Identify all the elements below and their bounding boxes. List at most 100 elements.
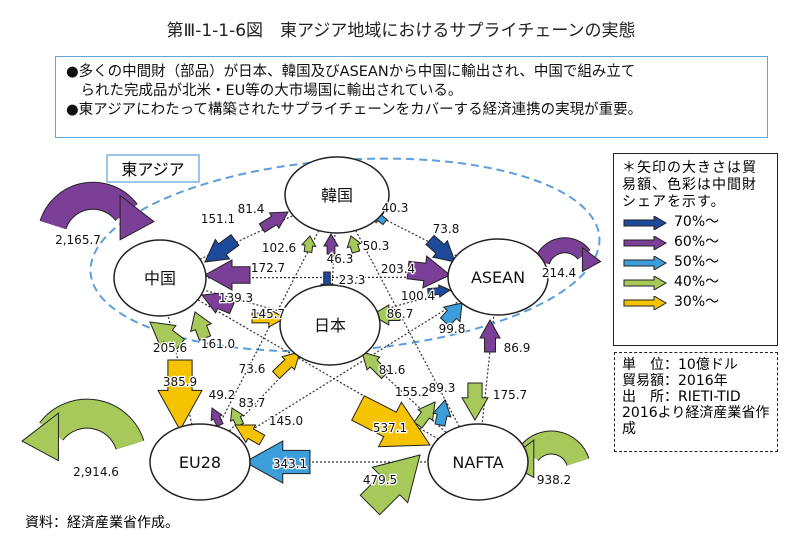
trade-value-label: 23.3: [339, 273, 366, 287]
source-line: 2016より経済産業省作成: [622, 405, 770, 437]
trade-value-label: 73.6: [239, 362, 266, 376]
node-label: 日本: [314, 316, 346, 335]
node-asean: [447, 238, 549, 316]
node-label: NAFTA: [452, 453, 503, 472]
self-trade-arrowhead: [119, 194, 155, 241]
trade-value-label: 86.9: [504, 341, 531, 355]
node-jpn: [279, 284, 381, 366]
node-label: ASEAN: [471, 268, 525, 287]
trade-value-label: 537.1: [373, 421, 407, 435]
node-label: 中国: [144, 269, 176, 288]
legend-arrow-icon: [623, 295, 667, 310]
legend-note: ＊矢印の大きさは貿易額、色彩は中間財シェアを示す。: [622, 160, 757, 210]
legend: ＊矢印の大きさは貿易額、色彩は中間財シェアを示す。 70%～ 60%～ 50%～ 40…: [613, 153, 778, 346]
legend-arrow-icon: [623, 255, 667, 270]
legend-item: 70%～: [622, 214, 769, 231]
node-kor: [284, 156, 390, 234]
trade-value-label: 203.4: [381, 262, 415, 276]
node-label: 韓国: [321, 186, 353, 205]
legend-item: 60%～: [622, 234, 769, 251]
trade-arrow: [201, 292, 236, 315]
trade-value-label: 102.6: [262, 241, 296, 255]
figure-title: 第Ⅲ-1-1-6図 東アジア地域におけるサプライチェーンの実態: [166, 21, 636, 41]
trade-value-label: 151.1: [201, 212, 235, 226]
region-label: 東アジア: [121, 160, 184, 179]
trade-arrow: [432, 399, 452, 427]
trade-arrow: [210, 407, 224, 428]
trade-value-label: 145.0: [269, 414, 303, 428]
trade-value-label: 46.3: [327, 252, 354, 266]
trade-arrow: [346, 235, 362, 254]
trade-value-label: 86.7: [387, 307, 414, 321]
trade-arrow: [427, 284, 452, 298]
legend-label: 70%～: [674, 214, 720, 230]
node-nafta: [427, 423, 529, 501]
trade-value-label: 83.7: [239, 396, 266, 410]
trade-arrow: [157, 359, 203, 432]
legend-item: 40%～: [622, 274, 769, 291]
trade-value-label: 89.3: [429, 381, 456, 395]
summary-box: ●多くの中間財（部品）が日本、韓国及びASEANから中国に輸出され、中国で組み立…: [55, 56, 768, 138]
legend-label: 50%～: [674, 254, 720, 270]
trade-arrow: [229, 407, 245, 428]
self-trade-arrowhead: [21, 412, 59, 462]
trade-arrow: [461, 382, 489, 421]
source-line: 貿易額：2016年: [622, 373, 728, 389]
trade-value-label: 161.0: [201, 337, 235, 351]
trade-value-label: 81.6: [379, 363, 406, 377]
self-trade-arrow-fill: [40, 182, 137, 230]
legend-item: 30%～: [622, 294, 769, 311]
trade-value-label: 938.2: [537, 473, 571, 487]
trade-value-label: 49.2: [209, 388, 236, 402]
trade-arrow: [351, 395, 431, 448]
trade-value-label: 205.6: [153, 341, 187, 355]
trade-arrow: [425, 234, 456, 263]
trade-value-label: 172.7: [251, 261, 285, 275]
source-note: 資料：経済産業省作成。: [25, 515, 179, 531]
trade-value-label: 2,914.6: [73, 465, 119, 479]
legend-arrow-icon: [623, 215, 667, 230]
trade-link: [477, 276, 499, 463]
legend-arrow-icon: [623, 275, 667, 290]
summary-line: ●東アジアにわたって構築されたサプライチェーンをカバーする経済連携の実現が重要。: [66, 102, 643, 118]
trade-arrow: [258, 211, 289, 233]
trade-value-label: 155.2: [395, 385, 429, 399]
legend-arrow-icon: [623, 235, 667, 250]
self-trade-arrow-fill: [40, 399, 144, 450]
trade-value-label: 139.3: [219, 291, 253, 305]
trade-value-label: 2,165.7: [55, 233, 101, 247]
trade-arrow: [243, 440, 311, 484]
trade-arrow: [149, 321, 186, 352]
trade-value-label: 343.1: [273, 457, 307, 471]
trade-arrow: [190, 311, 213, 341]
trade-arrow: [359, 454, 421, 516]
legend-label: 40%～: [674, 274, 720, 290]
trade-value-label: 385.9: [163, 375, 197, 389]
self-trade-arrow-fill: [535, 238, 590, 265]
node-chn: [113, 239, 207, 317]
source-line: 単 位：10億ドル: [622, 357, 738, 373]
region-label-box: [106, 154, 200, 183]
trade-arrow: [234, 424, 266, 446]
trade-arrow: [406, 255, 451, 289]
trade-arrow: [204, 234, 240, 263]
trade-arrow: [300, 235, 317, 254]
node-label: EU28: [179, 453, 221, 472]
legend-label: 30%～: [674, 294, 720, 310]
legend-label: 60%～: [674, 234, 720, 250]
self-trade-arrow-fill: [520, 431, 589, 467]
trade-arrow: [271, 351, 301, 380]
trade-arrow: [203, 259, 251, 291]
summary-line: ●多くの中間財（部品）が日本、韓国及びASEANから中国に輸出され、中国で組み立…: [66, 64, 636, 80]
legend-item: 50%～: [622, 254, 769, 271]
trade-arrow: [323, 233, 339, 255]
trade-value-label: 214.4: [542, 266, 576, 280]
trade-value-label: 479.5: [363, 473, 397, 487]
trade-arrow: [251, 308, 287, 328]
trade-value-label: 145.7: [251, 307, 285, 321]
summary-line: られた完成品が北米・EU等の大市場国に輸出されている。: [66, 83, 463, 99]
trade-value-label: 99.8: [439, 322, 466, 336]
trade-value-label: 50.3: [363, 239, 390, 253]
